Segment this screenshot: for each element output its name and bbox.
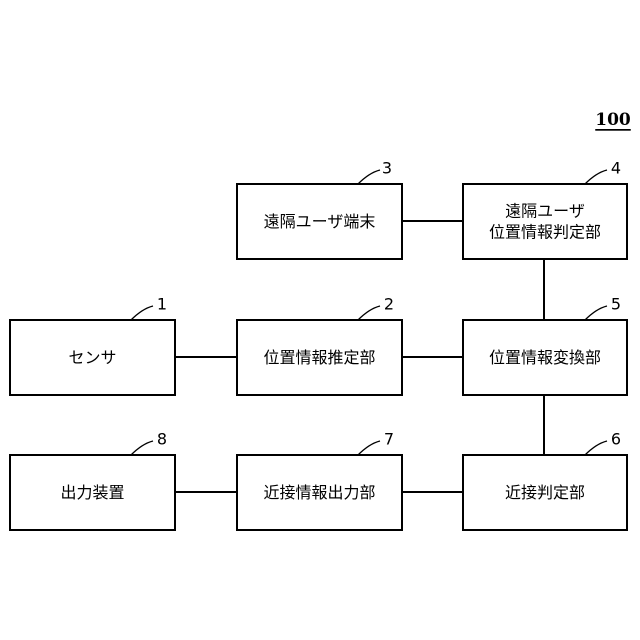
block-label: 近接判定部	[505, 483, 585, 502]
reference-leader	[358, 441, 380, 455]
block-label: 遠隔ユーザ端末	[264, 212, 376, 231]
reference-numeral: 8	[157, 430, 167, 449]
block-label-line1: 遠隔ユーザ	[505, 202, 585, 221]
reference-numeral: 1	[157, 295, 167, 314]
reference-numeral: 6	[611, 430, 621, 449]
block-sensor: センサ 1	[10, 295, 175, 396]
block-label: 近接情報出力部	[263, 483, 375, 502]
reference-leader	[358, 306, 380, 320]
block-output-device: 出力装置 8	[10, 430, 175, 531]
block-proximity-output: 近接情報出力部 7	[237, 430, 402, 531]
reference-numeral: 3	[382, 159, 392, 178]
reference-numeral: 7	[384, 430, 394, 449]
reference-leader	[131, 306, 153, 320]
figure-reference-label: 100	[595, 110, 631, 130]
reference-numeral: 5	[611, 295, 621, 314]
block-remote-user-position-judgment: 遠隔ユーザ 位置情報判定部 4	[463, 159, 627, 260]
reference-numeral: 2	[384, 295, 394, 314]
reference-numeral: 4	[611, 159, 621, 178]
reference-leader	[358, 170, 380, 184]
reference-leader	[585, 170, 607, 184]
reference-leader	[585, 441, 607, 455]
reference-leader	[585, 306, 607, 320]
block-label: 出力装置	[60, 483, 124, 502]
block-label-line2: 位置情報判定部	[489, 223, 601, 242]
block-label: センサ	[68, 348, 116, 367]
block-label: 位置情報推定部	[263, 348, 375, 367]
reference-leader	[131, 441, 153, 455]
block-position-estimation: 位置情報推定部 2	[237, 295, 402, 396]
block-remote-user-terminal: 遠隔ユーザ端末 3	[237, 159, 402, 260]
block-label: 位置情報変換部	[489, 348, 601, 367]
